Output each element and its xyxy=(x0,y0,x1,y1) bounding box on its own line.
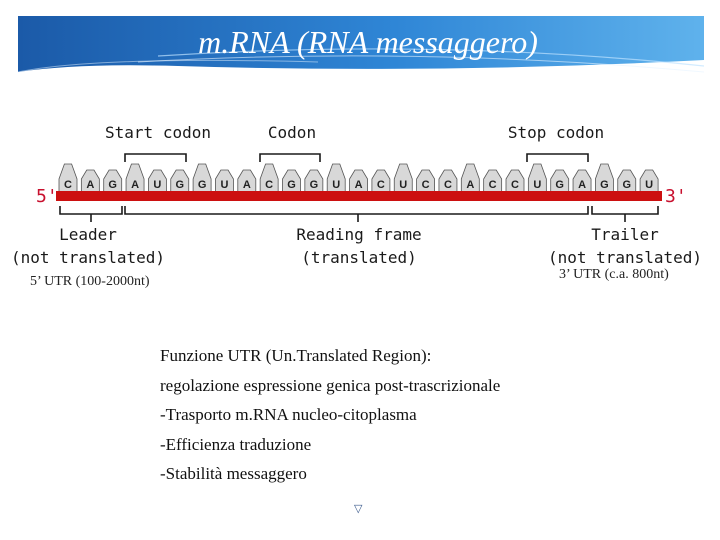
codon-label: Codon xyxy=(268,123,316,142)
reading-frame-bracket xyxy=(124,206,589,215)
leader-sublabel: (not translated) xyxy=(11,248,165,267)
info-line: -Stabilità messaggero xyxy=(160,464,307,483)
nucleotide-letter: U xyxy=(332,179,340,191)
nucleotide-letter: C xyxy=(265,179,273,191)
leader-bracket xyxy=(59,206,123,215)
nucleotide-letter: A xyxy=(578,179,586,191)
nucleotide-letter: A xyxy=(243,179,251,191)
nucleotide-letter: U xyxy=(645,179,653,191)
three-prime-label: 3' xyxy=(665,186,687,207)
nucleotide-letter: U xyxy=(533,179,541,191)
info-line: -Efficienza traduzione xyxy=(160,434,312,454)
nucleotide-letter: C xyxy=(64,179,72,191)
nucleotide-letter: A xyxy=(355,179,363,191)
banner-shape xyxy=(18,16,704,73)
nucleotide-letter: G xyxy=(198,179,207,191)
nucleotide-letter: G xyxy=(622,179,631,191)
stop-codon-bracket xyxy=(526,153,589,162)
five-prime-utr-note: 5’ UTR (100-2000nt) xyxy=(30,274,150,289)
nucleotide-letter: C xyxy=(444,179,452,191)
nucleotide-letter: C xyxy=(377,179,385,191)
trailer-sublabel: (not translated) xyxy=(548,248,702,267)
rna-strand xyxy=(56,191,662,201)
three-prime-utr-note: 3’ UTR (c.a. 800nt) xyxy=(559,267,669,282)
utr-function-text: Funzione UTR (Un.Translated Region): reg… xyxy=(160,341,500,489)
start-codon-bracket xyxy=(124,153,187,162)
info-line: Funzione UTR (Un.Translated Region): xyxy=(160,346,432,365)
nucleotide-letter: A xyxy=(131,179,139,191)
nucleotide-letter: C xyxy=(489,179,497,191)
nucleotide-letter: U xyxy=(153,179,161,191)
nucleotide-letter: U xyxy=(220,179,228,191)
reading-frame-label: Reading frame xyxy=(296,225,421,244)
nucleotide-letter: G xyxy=(175,179,184,191)
start-codon-label: Start codon xyxy=(105,123,211,142)
five-prime-label: 5' xyxy=(36,186,58,207)
nucleotide-letter: A xyxy=(86,179,94,191)
trailer-bracket xyxy=(591,206,659,215)
page-mark: ▽ xyxy=(354,503,363,515)
codon-bracket xyxy=(259,153,321,162)
info-line: -Trasporto m.RNA nucleo-citoplasma xyxy=(160,405,417,424)
nucleotide-letter: G xyxy=(555,179,564,191)
nucleotide-letter: G xyxy=(310,179,319,191)
slide-title: m.RNA (RNA messaggero) xyxy=(198,24,538,60)
nucleotide-letter: G xyxy=(600,179,609,191)
nucleotide-letter: A xyxy=(466,179,474,191)
nucleotide-letter: C xyxy=(422,179,430,191)
title-banner: m.RNA (RNA messaggero) xyxy=(18,16,704,74)
nucleotide-letter: C xyxy=(511,179,519,191)
trailer-label: Trailer xyxy=(591,225,659,244)
mrna-diagram: C A G A U G G U A C G G U A C U C C A C C U G A G G U 5' 3' Start … xyxy=(11,123,702,267)
nucleotide-letter: U xyxy=(399,179,407,191)
nucleotide-letter: G xyxy=(108,179,117,191)
info-line: regolazione espressione genica post-tras… xyxy=(160,375,501,395)
nucleotide-letter: G xyxy=(287,179,296,191)
reading-frame-sublabel: (translated) xyxy=(301,248,417,267)
leader-label: Leader xyxy=(59,225,117,244)
stop-codon-label: Stop codon xyxy=(508,123,604,142)
